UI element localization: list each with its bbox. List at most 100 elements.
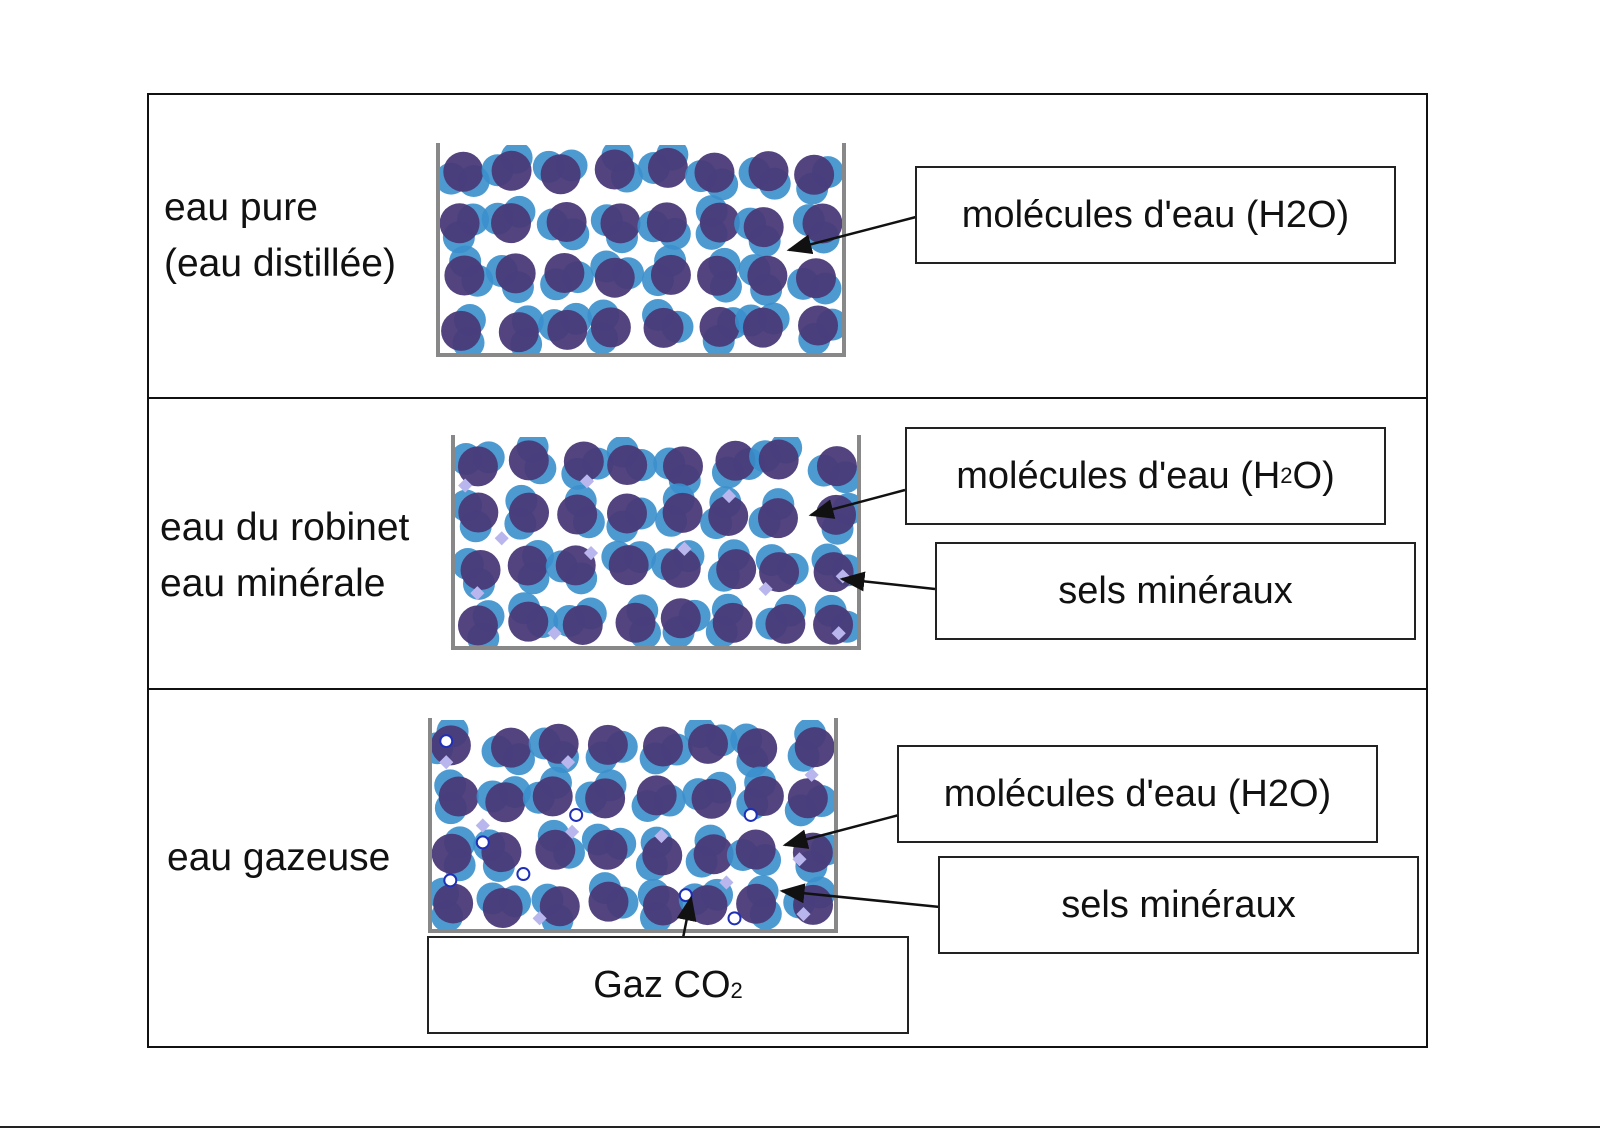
- water-molecule: [730, 723, 778, 778]
- mineral-salt: [804, 767, 819, 782]
- callout-text: Gaz CO: [593, 963, 731, 1006]
- co2-bubble: [443, 873, 458, 888]
- row-label-line: (eau distillée): [164, 242, 396, 285]
- row-label-line: eau pure: [164, 186, 318, 229]
- water-molecule: [798, 305, 844, 355]
- water-molecule: [639, 726, 693, 775]
- callout-molecules-eau-gazeuse: molécules d'eau (H2O): [897, 745, 1378, 843]
- callout-subscript: 2: [1280, 463, 1293, 488]
- container-eau-robinet: [451, 435, 861, 650]
- water-molecule: [438, 151, 490, 198]
- mineral-salt: [560, 755, 576, 770]
- row-label-eau-gazeuse: eau gazeuse: [167, 830, 390, 886]
- callout-sels-eau-gazeuse: sels minéraux: [938, 856, 1419, 954]
- water-molecule: [685, 824, 734, 878]
- water-molecule: [707, 539, 757, 592]
- water-molecule: [792, 203, 843, 254]
- water-molecule: [453, 489, 499, 543]
- callout-text: molécules d'eau (H2O): [961, 193, 1350, 236]
- water-molecule: [581, 823, 637, 870]
- water-molecule: [787, 258, 842, 305]
- water-molecule: [457, 600, 505, 648]
- water-molecule: [507, 539, 554, 595]
- callout-sels-eau-robinet: sels minéraux: [935, 542, 1416, 640]
- row-label-line: eau gazeuse: [167, 836, 391, 879]
- water-molecule: [684, 720, 738, 764]
- mineral-salt: [470, 586, 485, 601]
- row-label-eau-robinet: eau du robinet eau minérale: [160, 500, 409, 612]
- arrow-sels-3: [779, 883, 941, 909]
- water-molecule: [498, 305, 544, 355]
- water-molecule: [637, 145, 689, 188]
- water-molecule: [705, 593, 753, 648]
- mineral-salt: [565, 824, 580, 839]
- water-molecule: [508, 592, 559, 642]
- water-molecule: [736, 766, 784, 820]
- callout-text-tail: O): [1292, 454, 1335, 497]
- water-molecule: [594, 145, 643, 193]
- water-molecule: [699, 306, 749, 355]
- water-molecule: [532, 149, 588, 195]
- water-molecule: [557, 484, 605, 539]
- water-molecule: [695, 195, 740, 250]
- callout-text: molécules d'eau (H: [956, 454, 1281, 497]
- co2-bubble: [439, 734, 454, 749]
- water-molecule: [635, 826, 683, 881]
- arrow-molecules-3: [782, 813, 900, 849]
- mineral-salt: [583, 545, 599, 561]
- water-molecule: [430, 877, 474, 931]
- mineral-salt: [458, 478, 473, 493]
- container-eau-gazeuse: [428, 718, 838, 933]
- water-molecule: [807, 446, 859, 494]
- water-molecule: [441, 304, 486, 355]
- water-molecule: [538, 302, 593, 350]
- mineral-salt: [439, 755, 454, 770]
- water-molecule: [553, 597, 607, 645]
- mineral-salt: [722, 489, 737, 504]
- water-molecule: [641, 244, 691, 297]
- mineral-salt: [719, 875, 734, 890]
- water-molecule: [481, 195, 536, 244]
- water-molecule: [637, 878, 683, 931]
- water-molecule: [784, 778, 836, 827]
- water-molecule: [787, 720, 835, 772]
- water-molecule: [811, 543, 859, 593]
- water-molecule: [522, 766, 573, 817]
- mineral-salt: [831, 626, 846, 641]
- callout-text: molécules d'eau (H2O): [943, 772, 1332, 815]
- water-molecule: [631, 775, 686, 822]
- water-molecule: [590, 203, 641, 254]
- mineral-salt: [579, 474, 595, 489]
- mineral-salt: [532, 911, 547, 926]
- callout-molecules-eau-pure: molécules d'eau (H2O): [915, 166, 1396, 264]
- row-label-eau-pure: eau pure (eau distillée): [164, 180, 396, 292]
- water-molecule: [504, 484, 550, 540]
- water-molecule: [734, 302, 790, 348]
- row-label-line: eau minérale: [160, 562, 386, 605]
- mineral-salt: [654, 828, 669, 844]
- arrow-molecules-2: [808, 488, 906, 519]
- arrow-molecules-1: [786, 215, 917, 255]
- water-molecule: [439, 203, 490, 254]
- water-molecule: [738, 254, 788, 306]
- water-molecule: [476, 776, 531, 823]
- water-molecule: [755, 594, 807, 644]
- water-molecule: [535, 819, 585, 870]
- co2-bubble: [475, 835, 490, 850]
- water-molecule: [481, 727, 535, 776]
- co2-bubble: [743, 807, 758, 822]
- water-molecule: [588, 872, 639, 922]
- water-molecule: [734, 207, 784, 258]
- water-molecule: [485, 253, 536, 304]
- water-molecule: [655, 483, 703, 537]
- water-molecule: [453, 441, 505, 487]
- water-molecule: [783, 876, 836, 925]
- water-molecule: [755, 544, 809, 593]
- water-molecule: [738, 151, 791, 200]
- water-molecule: [794, 154, 844, 205]
- row-label-line: eau du robinet: [160, 506, 410, 549]
- water-molecule: [481, 145, 533, 191]
- water-molecule: [748, 488, 798, 539]
- co2-bubble: [727, 911, 742, 926]
